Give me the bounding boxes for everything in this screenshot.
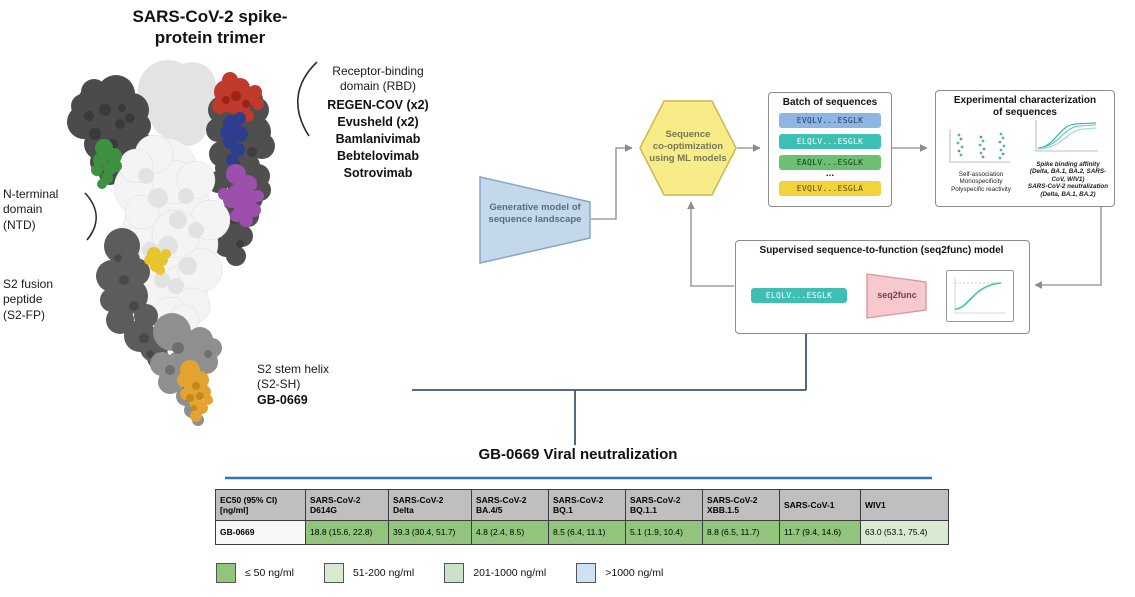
sequence-text: EVQLV...ESGLA [796, 184, 864, 193]
header-column: SARS-CoV-2 D614G [305, 489, 389, 521]
sequence-text: ELQLV...ESGLK [765, 291, 833, 300]
antibody-name: Sotrovimab [343, 166, 413, 180]
back-protomer [134, 60, 222, 146]
seq2func-model-shape [866, 273, 927, 319]
purple-region [218, 164, 264, 227]
seq2func-title: Supervised sequence-to-function (seq2fun… [759, 245, 1004, 256]
antibody-name: REGEN-COV (x2) [327, 98, 429, 112]
ec50-cell: 5.1 (1.9, 10.4) [625, 520, 703, 545]
sequence-ellipsis: ... [825, 168, 835, 179]
generative-model-label: Generative model of sequence landscape [488, 202, 582, 225]
legend-item: 201-1000 ng/ml [444, 563, 546, 583]
ntd-bracket [84, 192, 97, 241]
ntd-green-region [91, 139, 122, 189]
legend-swatch [323, 563, 344, 583]
connector-gb0669-lines [412, 334, 807, 445]
protein-title: SARS-CoV-2 spike- protein trimer [132, 7, 288, 48]
neutralization-title: GB-0669 Viral neutralization [478, 446, 678, 463]
batch-of-sequences-box: Batch of sequences EVQLV...ESGLK ELQLV..… [768, 92, 892, 207]
experimental-title: Experimental characterization of sequenc… [953, 95, 1097, 118]
legend-swatch [216, 563, 236, 583]
header-column: SARS-CoV-2 BA.4/5 [471, 489, 549, 521]
legend-label: ≤ 50 ng/ml [245, 567, 294, 579]
legend-swatch [444, 563, 465, 583]
ec50-cell: 11.7 (9.4, 14.6) [779, 520, 861, 545]
co-optimization-label: Sequence co-optimization using ML models [649, 129, 727, 164]
neutralization-table: EC50 (95% CI) [ng/ml] SARS-CoV-2 D614G S… [215, 489, 949, 545]
ec50-color-legend: ≤ 50 ng/ml 51-200 ng/ml 201-1000 ng/ml >… [216, 563, 663, 583]
sequence-text: EVQLV...ESGLK [796, 116, 864, 125]
legend-swatch [576, 563, 597, 583]
prediction-curve-box [946, 270, 1014, 322]
co-optimization-shape [639, 100, 737, 196]
seq2func-model-label: seq2func [877, 290, 917, 300]
ec50-cell: 18.8 (15.6, 22.8) [305, 520, 389, 545]
navy-region [220, 112, 248, 166]
legend-label: 51-200 ng/ml [352, 567, 415, 579]
header-column: SARS-CoV-2 XBB.1.5 [702, 489, 780, 521]
sequence-pill: ELQLV...ESGLK [779, 134, 881, 149]
arrow-experimental-to-seq2func [1034, 206, 1102, 289]
antibody-list: REGEN-COV (x2) Evusheld (x2) Bamlanivima… [303, 97, 453, 182]
label-s2fp: S2 fusion peptide (S2-FP) [3, 277, 54, 322]
sequence-pill: EVQLV...ESGLK [779, 113, 881, 128]
header-column: SARS-CoV-2 BQ.1.1 [625, 489, 703, 521]
arrow-seq2func-to-hexagon [687, 201, 734, 287]
sequence-text: ELQLV...ESGLK [796, 137, 864, 146]
assay-scatter-plot [949, 129, 1010, 163]
ec50-cell: 8.5 (6.4, 11.1) [548, 520, 626, 545]
legend-item: 51-200 ng/ml [323, 563, 415, 583]
label-ntd: N-terminal domain (NTD) [3, 187, 59, 232]
legend-label: 201-1000 ng/ml [473, 567, 547, 579]
binding-curves-plot [1035, 120, 1098, 152]
label-gb0669: GB-0669 [257, 393, 308, 407]
rbd-bracket [297, 61, 318, 137]
sequence-pill: EVQLV...ESGLA [779, 181, 881, 196]
antibody-name: Bebtelovimab [337, 149, 419, 163]
assay-captions: Self-association Monospecificity Polyspe… [951, 171, 1011, 193]
antibody-name: Evusheld (x2) [337, 115, 419, 129]
header-column: SARS-CoV-2 Delta [388, 489, 472, 521]
sequence-pill: EAQLV...ESGLK [779, 155, 881, 170]
batch-title: Batch of sequences [782, 97, 878, 108]
ec50-cell: 39.3 (30.4, 51.7) [388, 520, 472, 545]
table-header-row: EC50 (95% CI) [ng/ml] SARS-CoV-2 D614G S… [215, 489, 949, 521]
sequence-text: EAQLV...ESGLK [796, 158, 864, 167]
table-data-row: GB-0669 18.8 (15.6, 22.8) 39.3 (30.4, 51… [215, 520, 949, 545]
legend-item: >1000 ng/ml [576, 563, 663, 583]
header-ec50: EC50 (95% CI) [ng/ml] [215, 489, 306, 521]
generative-model-shape [479, 176, 591, 264]
header-column: SARS-CoV-2 BQ.1 [548, 489, 626, 521]
s2fp-yellow-region [144, 247, 171, 275]
experimental-characterization-box: Experimental characterization of sequenc… [935, 90, 1115, 207]
legend-item: ≤ 50 ng/ml [216, 563, 294, 583]
header-column: SARS-CoV-1 [779, 489, 861, 521]
label-rbd: Receptor-binding domain (RBD) [332, 64, 424, 94]
arrow-generative-to-hexagon [591, 144, 633, 220]
label-s2sh: S2 stem helix (S2-SH) [257, 362, 330, 392]
legend-label: >1000 ng/ml [605, 567, 664, 579]
prediction-curve [954, 277, 1005, 314]
antibody-name: Bamlanivimab [335, 132, 421, 146]
ec50-cell: 63.0 (53.1, 75.4) [860, 520, 949, 545]
header-column: WIV1 [860, 489, 949, 521]
spike-protein-illustration [67, 60, 275, 426]
ec50-cell: 4.8 (2.4, 8.5) [471, 520, 549, 545]
seq2func-input-pill: ELQLV...ESGLK [751, 288, 847, 303]
ec50-cell: 8.8 (6.5, 11.7) [702, 520, 780, 545]
row-label: GB-0669 [215, 520, 306, 545]
binding-captions: Spike binding affinity (Delta, BA.1, BA.… [1027, 161, 1109, 198]
